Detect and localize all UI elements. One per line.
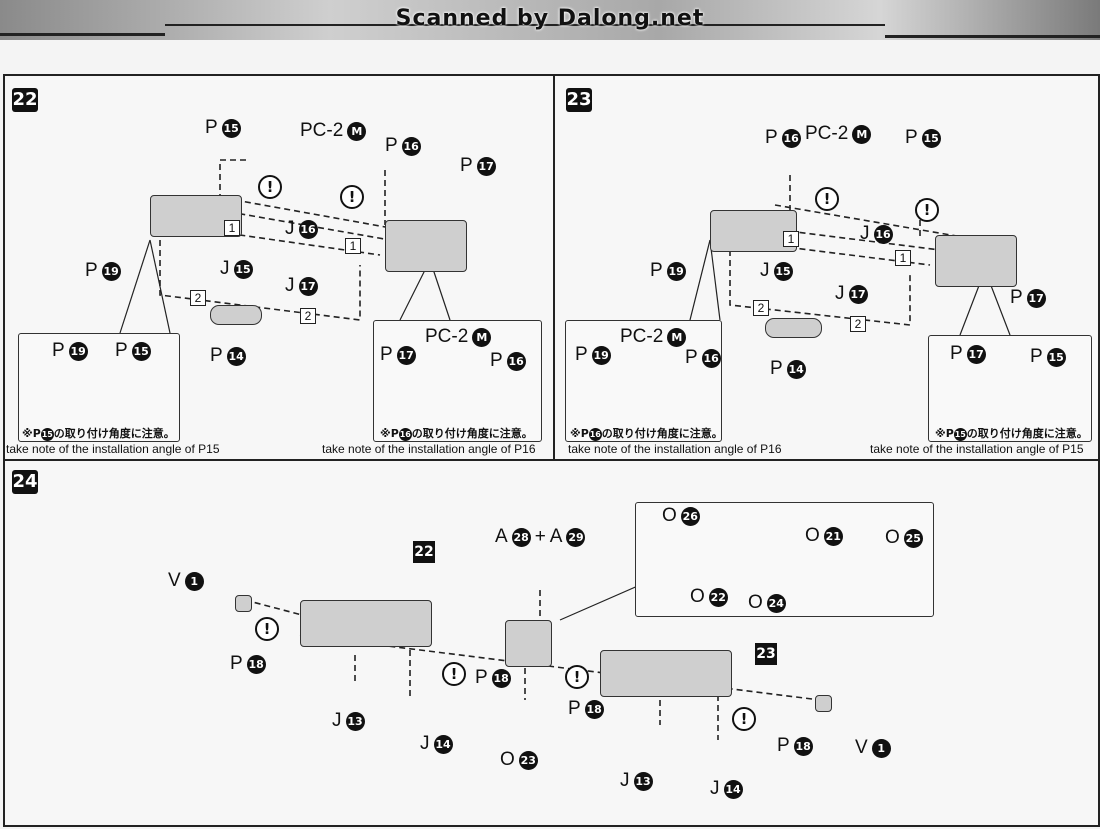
order-box: 1 <box>895 250 911 266</box>
part-body-right <box>935 235 1017 287</box>
caution-icon: ! <box>258 175 282 199</box>
detail-inset <box>18 333 180 442</box>
part-cap <box>235 595 252 612</box>
banner-title: Scanned by Dalong.net <box>395 6 705 31</box>
banner <box>0 0 1100 40</box>
step-number: 24 <box>12 470 38 494</box>
banner-divider <box>165 24 885 26</box>
weapon-assembly-23 <box>600 650 732 697</box>
step-number: 23 <box>566 88 592 112</box>
detail-inset <box>565 320 722 442</box>
caution-icon: ! <box>340 185 364 209</box>
step-ref-22: 22 <box>413 541 435 563</box>
caution-icon: ! <box>442 662 466 686</box>
order-box: 1 <box>224 220 240 236</box>
order-box: 2 <box>850 316 866 332</box>
weapon-assembly-22 <box>300 600 432 647</box>
caution-icon: ! <box>732 707 756 731</box>
banner-divider <box>0 33 165 36</box>
detail-inset <box>373 320 542 442</box>
caution-icon: ! <box>815 187 839 211</box>
banner-divider <box>885 35 1100 38</box>
order-box: 2 <box>753 300 769 316</box>
part-cap <box>815 695 832 712</box>
part-barrel <box>210 305 262 325</box>
caution-note-en: take note of the installation angle of P… <box>568 442 782 456</box>
order-box: 2 <box>300 308 316 324</box>
caution-note-jp: ※P16の取り付け角度に注意。 <box>570 427 723 441</box>
step-number: 22 <box>12 88 38 112</box>
caution-note-en: take note of the installation angle of P… <box>322 442 536 456</box>
part-body-right <box>385 220 467 272</box>
caution-note-jp: ※P15の取り付け角度に注意。 <box>935 427 1088 441</box>
caution-icon: ! <box>255 617 279 641</box>
step-ref-23: 23 <box>755 643 777 665</box>
part-barrel <box>765 318 822 338</box>
caution-note-jp: ※P15の取り付け角度に注意。 <box>22 427 175 441</box>
caution-note-en: take note of the installation angle of P… <box>6 442 220 456</box>
part-joint <box>505 620 552 667</box>
caution-note-en: take note of the installation angle of P… <box>870 442 1084 456</box>
order-box: 1 <box>345 238 361 254</box>
caution-note-jp: ※P16の取り付け角度に注意。 <box>380 427 533 441</box>
order-box: 1 <box>783 231 799 247</box>
caution-icon: ! <box>565 665 589 689</box>
caution-icon: ! <box>915 198 939 222</box>
order-box: 2 <box>190 290 206 306</box>
